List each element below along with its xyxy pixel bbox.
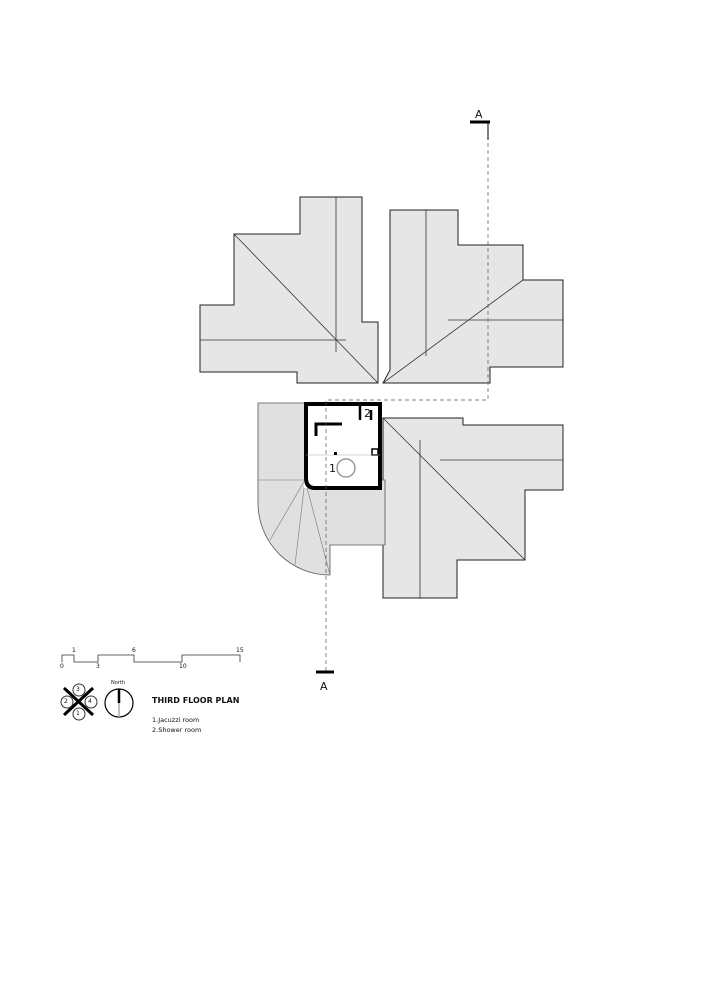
key-plan-4: 4 bbox=[88, 698, 92, 705]
key-plan-3: 3 bbox=[76, 686, 80, 693]
scale-tick-3: 3 bbox=[96, 663, 100, 670]
north-label: North bbox=[111, 680, 125, 686]
roof-bottom-right bbox=[382, 417, 564, 599]
north-arrow-icon bbox=[104, 688, 134, 718]
roof-top-right bbox=[382, 209, 564, 384]
plan-title: THIRD FLOOR PLAN bbox=[152, 696, 240, 705]
section-marker-bottom: A bbox=[320, 680, 328, 693]
legend-item-1: 1.Jacuzzi room bbox=[152, 716, 200, 724]
key-plan-icon bbox=[60, 683, 98, 721]
section-line bbox=[316, 120, 490, 674]
scale-tick-10: 10 bbox=[179, 663, 187, 670]
scale-tick-6: 6 bbox=[132, 647, 136, 654]
room-label-1: 1 bbox=[329, 462, 336, 475]
scale-tick-15: 15 bbox=[236, 647, 244, 654]
scale-bar bbox=[61, 654, 241, 663]
section-marker-top: A bbox=[475, 108, 483, 121]
room-label-2: 2 bbox=[364, 407, 371, 420]
scale-tick-1: 1 bbox=[72, 647, 76, 654]
roof-top-left bbox=[199, 196, 379, 384]
scale-tick-0: 0 bbox=[60, 663, 64, 670]
legend-item-2: 2.Shower room bbox=[152, 726, 202, 734]
key-plan-2: 2 bbox=[64, 698, 68, 705]
jacuzzi-room bbox=[304, 402, 382, 490]
key-plan-1: 1 bbox=[76, 710, 80, 717]
